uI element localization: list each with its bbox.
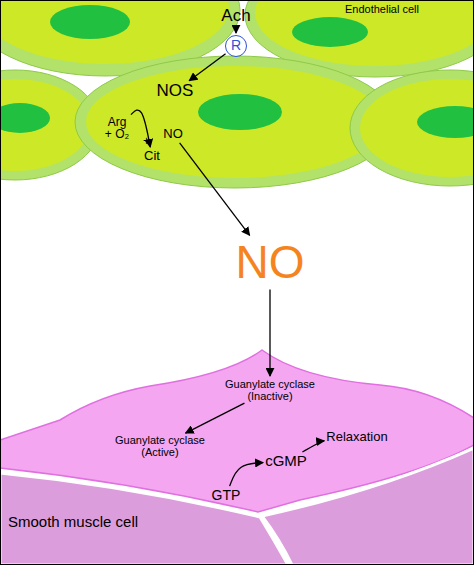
nitric-oxide-label: NO (236, 237, 305, 288)
reaction-arrow (180, 143, 250, 236)
endothelial-cell: Endothelial cell (245, 0, 474, 80)
smooth-muscle-cell: Smooth muscle cell (0, 468, 290, 565)
cell-nucleus (50, 5, 130, 39)
reaction-arrow (235, 28, 236, 33)
product-label: Cit (144, 149, 160, 163)
effect-label: Relaxation (326, 430, 387, 444)
reaction-arrow (269, 290, 270, 376)
smooth-muscle-cell-right (262, 448, 474, 565)
cell-membrane (245, 0, 474, 77)
endothelial-cell-mid-left (0, 70, 100, 180)
substrate-label: Arg + O₂ (104, 116, 130, 140)
node-text: Ach (221, 7, 250, 26)
node-text: Guanylate cyclase (Inactive) (222, 378, 318, 402)
reaction-arrow (186, 403, 245, 433)
cell-cytoplasm (360, 79, 474, 177)
cell-membrane (350, 70, 474, 186)
reaction-arrow (131, 110, 150, 147)
node-text: Guanylate cyclase (Active) (112, 434, 208, 458)
node-text: R (226, 36, 246, 55)
cell-cytoplasm (0, 0, 229, 64)
node-text: NOS (157, 82, 194, 101)
enzyme-label: NOS (157, 82, 194, 101)
endothelial-cell-mid-right (350, 70, 474, 186)
product-label: NO (163, 127, 183, 141)
cell-nucleus (198, 94, 282, 130)
plus-sign: + (143, 134, 150, 148)
node-text: NO (163, 127, 183, 141)
cell-membrane (0, 0, 240, 76)
substrate-label: GTP (212, 488, 241, 503)
cell-cytoplasm (0, 79, 90, 171)
cell-nucleus (417, 106, 474, 138)
reaction-arrow (230, 463, 264, 487)
reaction-arrow (189, 54, 225, 81)
reaction-arrow (302, 441, 324, 452)
messenger-label: Ach (221, 7, 250, 26)
receptor-circle: R (225, 35, 247, 57)
cell-cytoplasm (255, 0, 474, 66)
cell-cytoplasm (86, 66, 384, 178)
node-text: Arg + O₂ (104, 116, 130, 140)
smooth-muscle-cell-shape (0, 473, 288, 565)
node-text: Relaxation (326, 430, 387, 444)
enzyme-state-label: Guanylate cyclase (Inactive) (222, 378, 318, 402)
node-text: NO (236, 237, 305, 288)
node-text: Smooth muscle cell (8, 514, 138, 531)
node-text: Cit (144, 149, 160, 163)
cell-nucleus (292, 17, 368, 47)
enzyme-state-label: Guanylate cyclase (Active) (112, 434, 208, 458)
cell-membrane (0, 70, 100, 180)
endothelial-cell-left (0, 0, 240, 76)
node-text: Endothelial cell (345, 3, 419, 15)
messenger-label: cGMP (265, 453, 307, 470)
node-text: cGMP (265, 453, 307, 470)
node-text: GTP (212, 488, 241, 503)
cell-nucleus (0, 103, 50, 133)
